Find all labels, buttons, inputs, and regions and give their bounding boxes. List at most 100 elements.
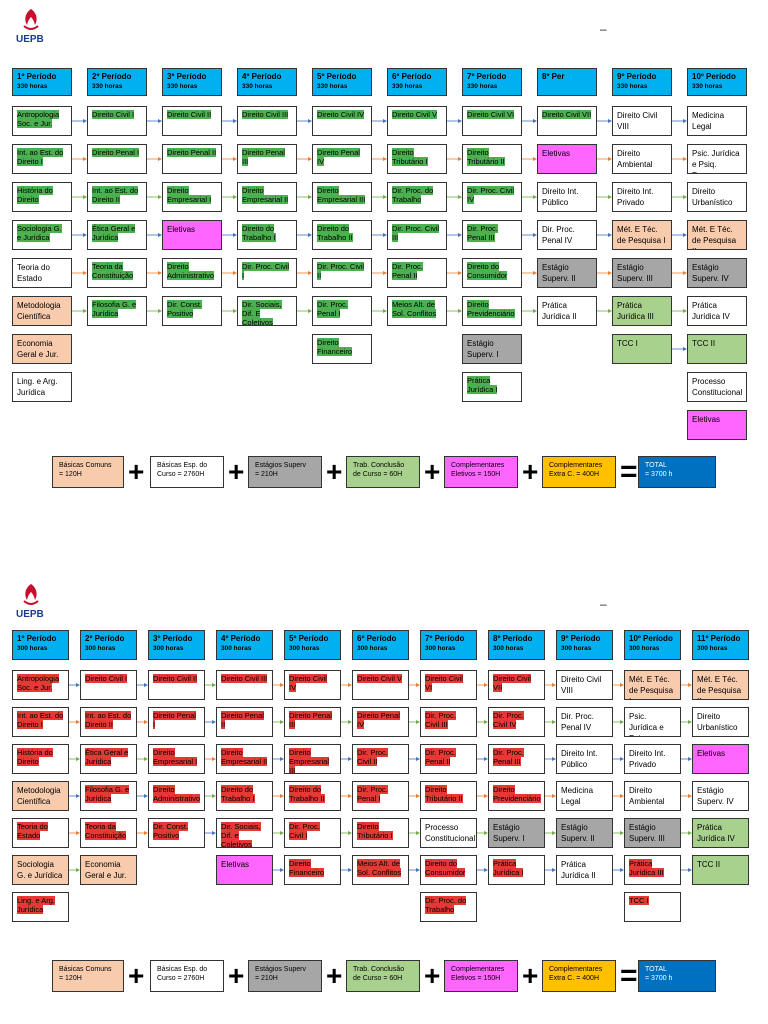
course-direito-empresarial-iii: Direito Empresarial III bbox=[312, 182, 372, 212]
arrow-head bbox=[416, 757, 420, 761]
arrow-head bbox=[533, 119, 537, 123]
course-direito-penal-i: Direito Penal I bbox=[87, 144, 147, 174]
arrow-head bbox=[620, 831, 624, 835]
course-dir-sociais-dif-e-coletivos: Dir. Sociais, Dif. e Coletivos bbox=[216, 818, 273, 848]
course-label: Prática Jurídica I bbox=[493, 859, 524, 877]
course-historia-do-direito: História do Direito bbox=[12, 744, 69, 774]
legend-line-1: Complementares bbox=[549, 462, 603, 469]
course-direito-penal-iv: Direito Penal IV bbox=[352, 707, 409, 737]
course-label: Direito Penal I bbox=[92, 148, 140, 157]
course-dir-proc-do-trabalho: Dir. Proc. do Trabalho bbox=[420, 892, 477, 922]
period-label: 10º Período bbox=[692, 72, 736, 81]
course-label: Direito Civil III bbox=[242, 110, 289, 119]
period-hours: 330 horas bbox=[392, 83, 423, 90]
arrow-head bbox=[416, 794, 420, 798]
period-hours: 300 horas bbox=[153, 645, 184, 652]
course-direito-civil-ii: Direito Civil II bbox=[162, 106, 222, 136]
course-label: Direito Int. Privado bbox=[617, 187, 654, 207]
legend-line-2: de Curso = 60H bbox=[353, 975, 403, 982]
course-direito-civil-viii: Direito Civil VIII bbox=[612, 106, 672, 136]
course-direito-do-trabalho-i: Direito do Trabalho I bbox=[216, 781, 273, 811]
course-direito-empresarial-iii: Direito Empresarial III bbox=[284, 744, 341, 774]
period-label: 6º Período bbox=[357, 634, 397, 643]
course-direito-empresarial-ii: Direito Empresarial II bbox=[216, 744, 273, 774]
legend-line-1: Trab. Conclusão bbox=[353, 462, 405, 469]
course-label: Psic. Jurídica e Psiq. Forense bbox=[629, 712, 664, 736]
course-direito-civil-vi: Direito Civil VI bbox=[462, 106, 522, 136]
arrow-head bbox=[348, 720, 352, 724]
course-label: Eletivas bbox=[692, 415, 721, 424]
course-direito-previdenciario: Direito Previdenciário bbox=[462, 296, 522, 326]
period-hours: 330 horas bbox=[692, 83, 723, 90]
course-direito-do-consumidor: Direito do Consumidor bbox=[462, 258, 522, 288]
course-eletivas: Eletivas bbox=[537, 144, 597, 174]
course-int-ao-est-do-direito-ii: Int. ao Est. do Direito II bbox=[87, 182, 147, 212]
course-direito-ambiental: Direito Ambiental bbox=[612, 144, 672, 174]
course-direito-ambiental: Direito Ambiental bbox=[624, 781, 681, 811]
course-label: Estágio Superv. I bbox=[467, 339, 499, 359]
course-metodologia-cientifica: Metodologia Científica bbox=[12, 781, 69, 811]
arrow-head bbox=[620, 683, 624, 687]
arrow-head bbox=[348, 683, 352, 687]
arrow-head bbox=[233, 157, 237, 161]
arrow-head bbox=[608, 157, 612, 161]
course-int-ao-est-do-direito-ii: Int. ao Est. do Direito II bbox=[80, 707, 137, 737]
period-label: 2º Período bbox=[85, 634, 125, 643]
course-direito-tributario-ii: Direito Tributário II bbox=[420, 781, 477, 811]
legend-line-1: Trab. Conclusão bbox=[353, 966, 405, 973]
period-hours: 330 horas bbox=[17, 83, 48, 90]
course-direito-civil-iv: Direito Civil IV bbox=[312, 106, 372, 136]
course-direito-urbanistico: Direito Urbanístico bbox=[692, 707, 749, 737]
course-eletivas: Eletivas bbox=[692, 744, 749, 774]
period-label: 11º Período bbox=[697, 634, 741, 643]
legend-line-2: Eletivos = 150H bbox=[451, 471, 501, 478]
course-met-e-tec-de-pesquisa-i: Mét. E Téc. de Pesquisa I bbox=[624, 670, 681, 700]
period-label: 9º Período bbox=[561, 634, 601, 643]
arrow-head bbox=[76, 683, 80, 687]
period-label: 6º Período bbox=[392, 72, 432, 81]
course-dir-const-positivo: Dir. Const. Positivo bbox=[148, 818, 205, 848]
arrow-head bbox=[688, 794, 692, 798]
arrow-head bbox=[83, 233, 87, 237]
period-hours: 330 horas bbox=[242, 83, 273, 90]
course-label: Prática Jurídica II bbox=[561, 860, 596, 880]
course-processo-constitucional: Processo Constitucional bbox=[687, 372, 747, 402]
course-label: Prática Jurídica I bbox=[467, 376, 498, 394]
legend-line-2: Extra C. = 400H bbox=[549, 471, 599, 478]
arrow-head bbox=[76, 831, 80, 835]
course-medicina-legal: Medicina Legal bbox=[556, 781, 613, 811]
legend-line-1: TOTAL bbox=[645, 462, 667, 469]
header-dash: – bbox=[600, 22, 607, 36]
period-hours: 300 horas bbox=[561, 645, 592, 652]
course-eletivas: Eletivas bbox=[216, 855, 273, 885]
course-label: Direito Urbanístico bbox=[697, 712, 738, 732]
period-label: 1º Período bbox=[17, 72, 57, 81]
course-direito-civil-iii: Direito Civil III bbox=[216, 670, 273, 700]
arrow-head bbox=[484, 831, 488, 835]
course-sociologia-g-e-juridica: Sociologia G. e Jurídica bbox=[12, 855, 69, 885]
arrow-head bbox=[458, 119, 462, 123]
period-label: 8º Período bbox=[493, 634, 533, 643]
arrow-head bbox=[533, 271, 537, 275]
course-label: Teoria do Estado bbox=[17, 263, 50, 283]
course-dir-proc-penal-iii: Dir. Proc. Penal III bbox=[488, 744, 545, 774]
course-label: Mét. E Téc. de Pesquisa I bbox=[629, 675, 674, 699]
arrow-head bbox=[383, 309, 387, 313]
plus-icon: + bbox=[228, 456, 245, 487]
arrow-head bbox=[76, 794, 80, 798]
course-ling-e-arg-juridica: Ling. e Arg. Jurídica bbox=[12, 372, 72, 402]
arrow-head bbox=[383, 195, 387, 199]
legend-line-2: = 3700 h bbox=[645, 471, 673, 478]
arrow-head bbox=[533, 157, 537, 161]
course-label: Direito Civil VII bbox=[542, 110, 592, 119]
course-medicina-legal: Medicina Legal bbox=[687, 106, 747, 136]
